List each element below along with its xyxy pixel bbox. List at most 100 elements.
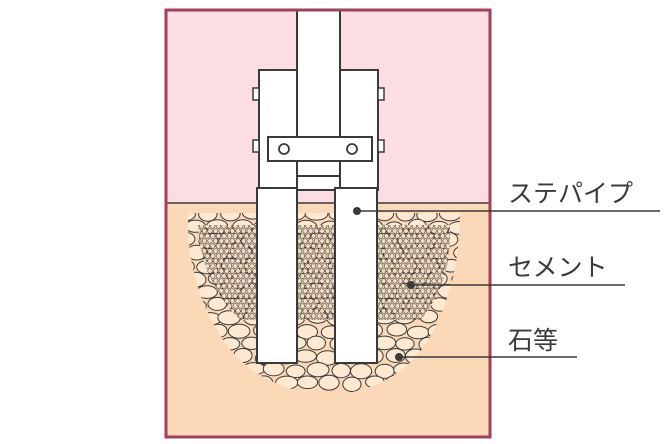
cement-grain (305, 303, 311, 309)
cement-grain (311, 283, 317, 289)
cement-grain (425, 228, 432, 234)
cement-grain (381, 268, 387, 274)
cement-grain (431, 238, 437, 244)
cement-grain (417, 233, 423, 239)
cement-grain (395, 225, 401, 229)
cement-grain (305, 253, 311, 259)
cement-grain (423, 243, 429, 249)
cement-grain (414, 298, 420, 304)
cement-grain (316, 225, 322, 229)
cement-grain (420, 268, 426, 274)
cement-grain (425, 268, 432, 274)
cement-grain (311, 233, 317, 239)
cement-grain (411, 253, 418, 259)
cement-grain (224, 288, 230, 294)
cement-grain (302, 318, 308, 320)
cement-grain (302, 228, 308, 234)
cement-grain (246, 268, 252, 274)
cement-grain (327, 263, 334, 269)
cement-grain (325, 238, 331, 244)
cement-grain (218, 238, 224, 244)
cement-grain (378, 273, 384, 279)
cement-grain (397, 268, 404, 274)
cement-grain (389, 313, 395, 319)
cement-grain (243, 225, 249, 229)
cement-grain (322, 293, 328, 299)
cement-grain (201, 228, 207, 234)
cement-grain (420, 298, 426, 304)
stone (207, 296, 228, 311)
cement-grain (423, 263, 429, 269)
cement-grain (400, 233, 406, 239)
cement-grain (414, 318, 420, 320)
label-cement: セメント (508, 253, 608, 282)
stone (395, 213, 416, 222)
cement-grain (207, 258, 213, 264)
cement-grain (232, 293, 238, 299)
cement-grain (417, 293, 423, 299)
cement-grain (400, 313, 406, 319)
cement-grain (221, 233, 227, 239)
cement-grain (232, 303, 238, 309)
cement-grain (207, 228, 213, 234)
cement-grain (238, 283, 244, 289)
cement-grain (229, 238, 235, 244)
cement-grain (302, 248, 308, 254)
cement-grain (431, 268, 437, 274)
cement-grain (249, 253, 255, 259)
cement-grain (389, 225, 395, 229)
cement-grain (243, 263, 249, 269)
cement-grain (316, 303, 322, 309)
cement-grain (425, 298, 432, 304)
cement-grain (238, 243, 244, 249)
cement-grain (411, 243, 418, 249)
cement-grain (249, 233, 255, 239)
cement-grain (311, 225, 317, 229)
cement-grain (224, 268, 230, 274)
cement-grain (311, 273, 317, 279)
cement-grain (232, 283, 238, 289)
cement-grain (238, 233, 244, 239)
cement-grain (322, 253, 328, 259)
cement-grain (397, 298, 404, 304)
stone (406, 325, 430, 340)
cement-grain (198, 228, 202, 234)
stone (187, 213, 196, 222)
cement-grain (406, 303, 412, 309)
cement-grain (386, 238, 392, 244)
cement-grain (403, 228, 409, 234)
cement-grain (213, 228, 219, 234)
cement-grain (406, 293, 412, 299)
cement-grain (428, 263, 434, 269)
cement-grain (241, 228, 247, 234)
cement-grain (437, 248, 443, 254)
cement-grain (325, 278, 331, 284)
cement-grain (319, 228, 325, 234)
cement-grain (395, 243, 401, 249)
cement-grain (319, 288, 325, 294)
cement-grain (308, 258, 314, 264)
cement-grain (311, 303, 317, 309)
cement-grain (327, 273, 334, 279)
cement-grain (218, 248, 224, 254)
cement-grain (397, 288, 404, 294)
cement-grain (420, 308, 426, 314)
cement-grain (308, 268, 314, 274)
center-post (296, 9, 341, 191)
cement-grain (235, 238, 241, 244)
cement-grain (423, 273, 429, 279)
cement-grain (201, 248, 207, 254)
cement-grain (308, 298, 314, 304)
cement-grain (437, 278, 443, 284)
cement-grain (243, 233, 249, 239)
cement-grain (389, 293, 395, 299)
cement-grain (406, 225, 412, 229)
cement-grain (414, 288, 420, 294)
cement-grain (386, 258, 392, 264)
cement-grain (378, 303, 384, 309)
cement-grain (381, 278, 387, 284)
cement-grain (229, 268, 235, 274)
cement-grain (232, 273, 238, 279)
cement-grain (227, 253, 233, 259)
cement-grain (204, 225, 210, 229)
